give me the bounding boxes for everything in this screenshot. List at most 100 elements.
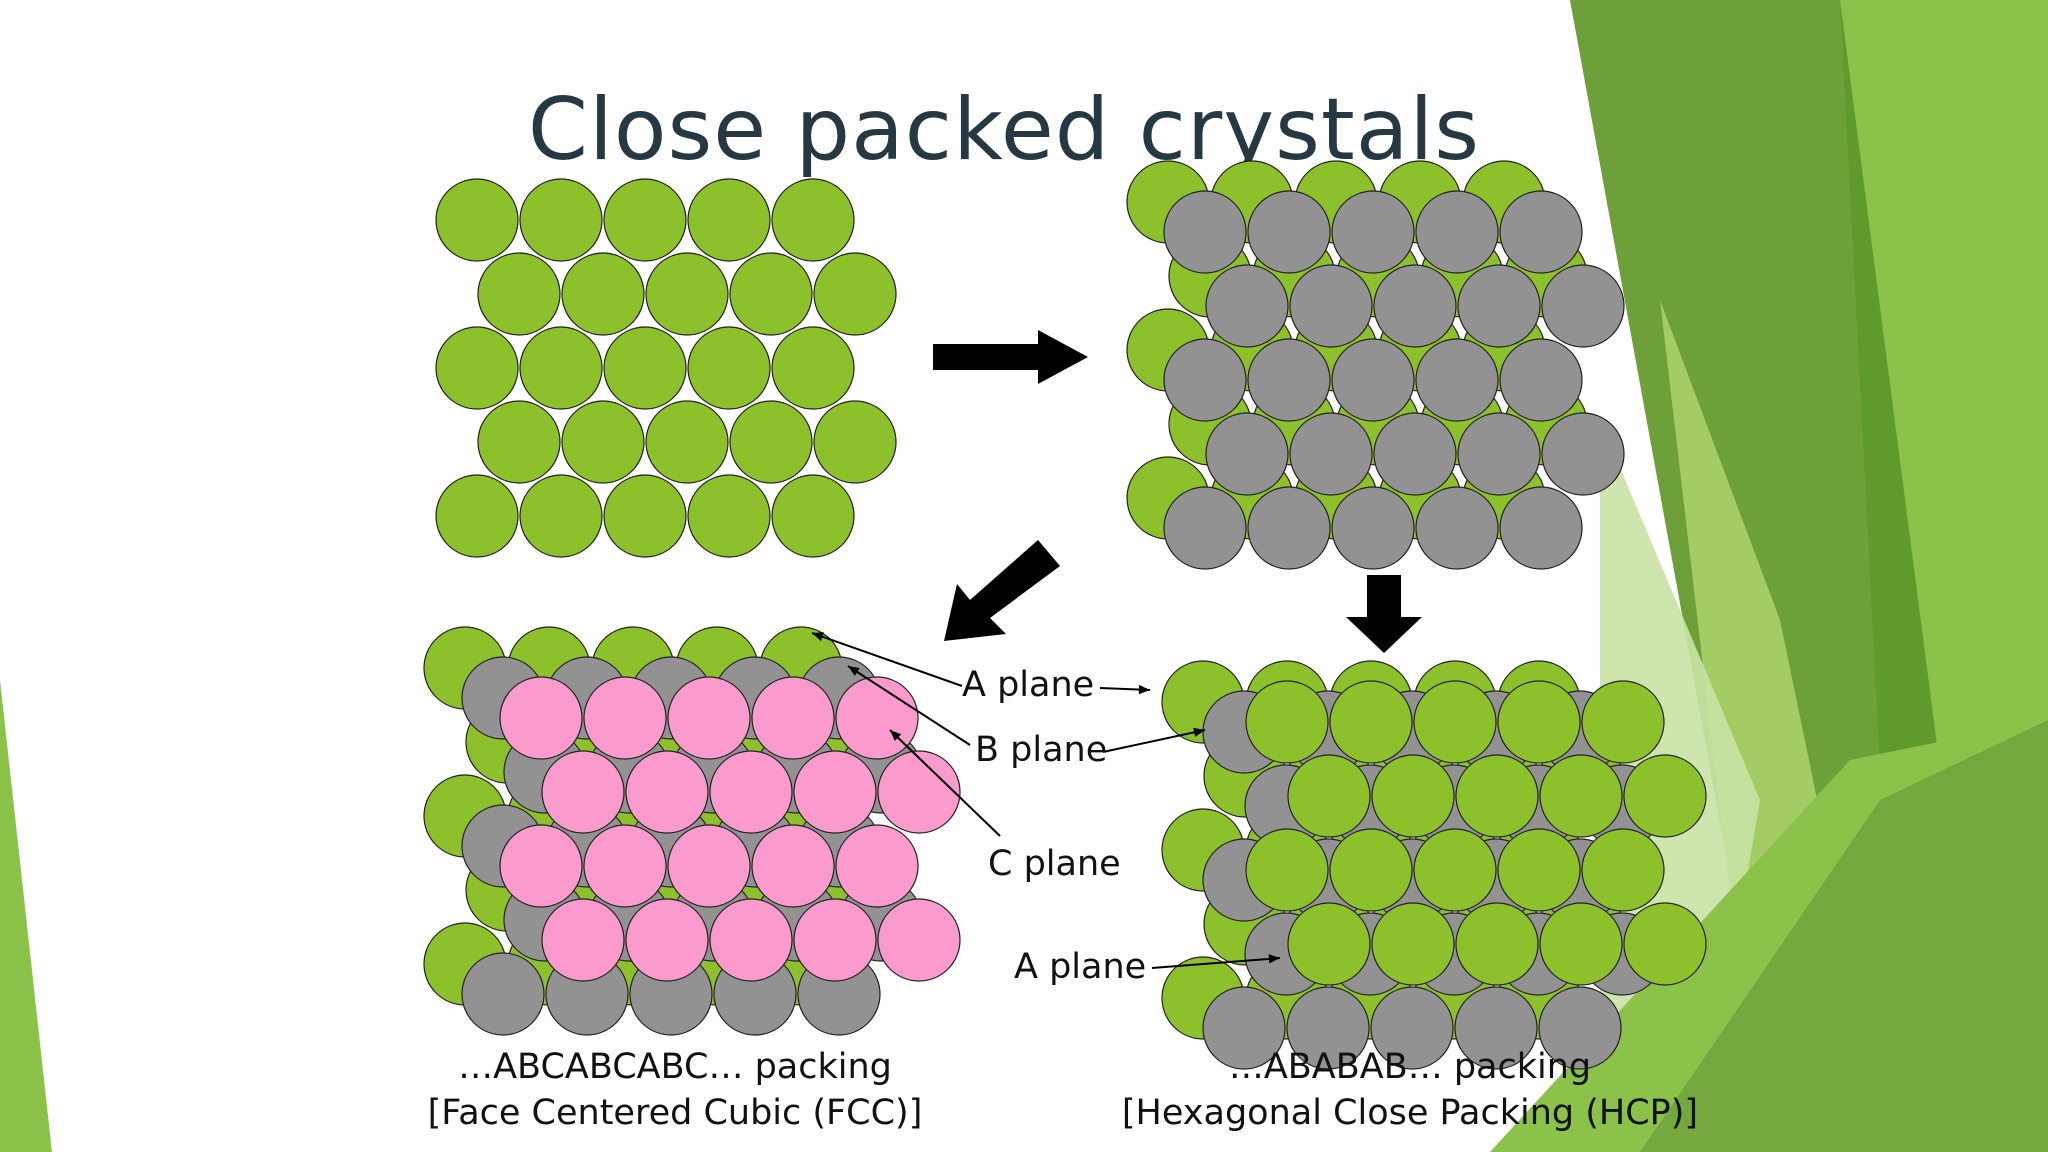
c-layer-sphere (626, 751, 708, 833)
hcp-caption: …ABABAB… packing [Hexagonal Close Packin… (1120, 1044, 1700, 1136)
b-layer-sphere (1542, 265, 1624, 347)
a-layer-top-sphere (1582, 681, 1664, 763)
b-layer-sphere (1542, 413, 1624, 495)
b-layer-sphere (1248, 191, 1330, 273)
a-layer-sphere (814, 253, 896, 335)
a-layer-sphere (436, 179, 518, 261)
a-layer-top-sphere (1288, 755, 1370, 837)
a-layer-top-sphere (1498, 681, 1580, 763)
c-layer-sphere (794, 751, 876, 833)
a-layer-sphere (772, 475, 854, 557)
fcc-caption: …ABCABCABC… packing [Face Centered Cubic… (395, 1044, 955, 1136)
b-layer-sphere (1164, 487, 1246, 569)
c-layer-sphere (500, 677, 582, 759)
fcc-caption-line2: [Face Centered Cubic (FCC)] (395, 1090, 955, 1136)
a-layer-top-sphere (1624, 903, 1706, 985)
b-layer-sphere (1416, 487, 1498, 569)
b-layer-sphere (1332, 487, 1414, 569)
b-layer-sphere (1332, 339, 1414, 421)
b-layer-sphere (1290, 265, 1372, 347)
a-layer-top-sphere (1540, 755, 1622, 837)
b-layer-sphere (462, 953, 544, 1035)
a-layer-sphere (436, 475, 518, 557)
c-layer-sphere (584, 825, 666, 907)
b-layer-sphere (1374, 265, 1456, 347)
a-layer-sphere (604, 327, 686, 409)
b-layer-sphere (1500, 191, 1582, 273)
c-layer-sphere (542, 751, 624, 833)
b-layer-sphere (1206, 265, 1288, 347)
a-layer-top-sphere (1624, 755, 1706, 837)
hcp-caption-line2: [Hexagonal Close Packing (HCP)] (1120, 1090, 1700, 1136)
a-plane-label-bottom: A plane (1014, 947, 1146, 987)
c-layer-sphere (668, 825, 750, 907)
b-layer-sphere (1374, 413, 1456, 495)
a-plane-right-pointer-head (1139, 685, 1150, 694)
a-layer-sphere (730, 401, 812, 483)
a-layer-top-sphere (1498, 829, 1580, 911)
a-layer-sphere (688, 327, 770, 409)
a-layer-top-sphere (1414, 829, 1496, 911)
a-layer-sphere (436, 327, 518, 409)
a-layer-sphere (520, 179, 602, 261)
a-layer-sphere (688, 179, 770, 261)
a-layer-sphere (814, 401, 896, 483)
b-layer-sphere (1332, 191, 1414, 273)
a-layer-sphere (478, 401, 560, 483)
a-layer-top-sphere (1330, 681, 1412, 763)
b-plane-label: B plane (975, 730, 1107, 770)
right-arrow (933, 330, 1088, 384)
c-layer-sphere (794, 899, 876, 981)
c-layer-sphere (878, 899, 960, 981)
fcc-caption-line1: …ABCABCABC… packing (395, 1044, 955, 1090)
a-layer-sphere (604, 179, 686, 261)
a-layer-sphere (562, 401, 644, 483)
down-left-arrow (944, 540, 1060, 641)
b-layer-sphere (1164, 191, 1246, 273)
b-layer-sphere (1248, 487, 1330, 569)
a-layer-top-sphere (1246, 681, 1328, 763)
b-layer-sphere (1416, 339, 1498, 421)
c-layer-sphere (584, 677, 666, 759)
b-layer-sphere (1500, 487, 1582, 569)
c-layer-sphere (542, 899, 624, 981)
a-plane-label-top: A plane (962, 665, 1094, 705)
c-layer-sphere (626, 899, 708, 981)
a-layer-top-sphere (1540, 903, 1622, 985)
c-layer-sphere (836, 825, 918, 907)
a-layer-sphere (772, 179, 854, 261)
b-layer-sphere (1458, 265, 1540, 347)
b-layer-sphere (1416, 191, 1498, 273)
spheres-layer (424, 161, 1706, 1069)
c-layer-sphere (668, 677, 750, 759)
a-layer-top-sphere (1456, 755, 1538, 837)
a-layer-sphere (730, 253, 812, 335)
a-layer-top-sphere (1288, 903, 1370, 985)
c-layer-sphere (836, 677, 918, 759)
c-layer-sphere (752, 677, 834, 759)
c-plane-label: C plane (988, 844, 1121, 884)
c-layer-sphere (710, 899, 792, 981)
a-layer-sphere (772, 327, 854, 409)
c-layer-sphere (878, 751, 960, 833)
a-layer-sphere (520, 475, 602, 557)
a-layer-top-sphere (1414, 681, 1496, 763)
a-layer-top-sphere (1246, 829, 1328, 911)
down-arrow (1346, 575, 1422, 653)
b-layer-sphere (1248, 339, 1330, 421)
a-layer-sphere (646, 253, 728, 335)
b-layer-sphere (1500, 339, 1582, 421)
b-layer-sphere (1206, 413, 1288, 495)
a-layer-top-sphere (1372, 903, 1454, 985)
a-layer-sphere (520, 327, 602, 409)
b-layer-sphere (1164, 339, 1246, 421)
a-layer-top-sphere (1456, 903, 1538, 985)
b-layer-sphere (1290, 413, 1372, 495)
a-layer-top-sphere (1330, 829, 1412, 911)
c-layer-sphere (752, 825, 834, 907)
a-layer-sphere (562, 253, 644, 335)
c-layer-sphere (710, 751, 792, 833)
a-layer-sphere (604, 475, 686, 557)
hcp-caption-line1: …ABABAB… packing (1120, 1044, 1700, 1090)
